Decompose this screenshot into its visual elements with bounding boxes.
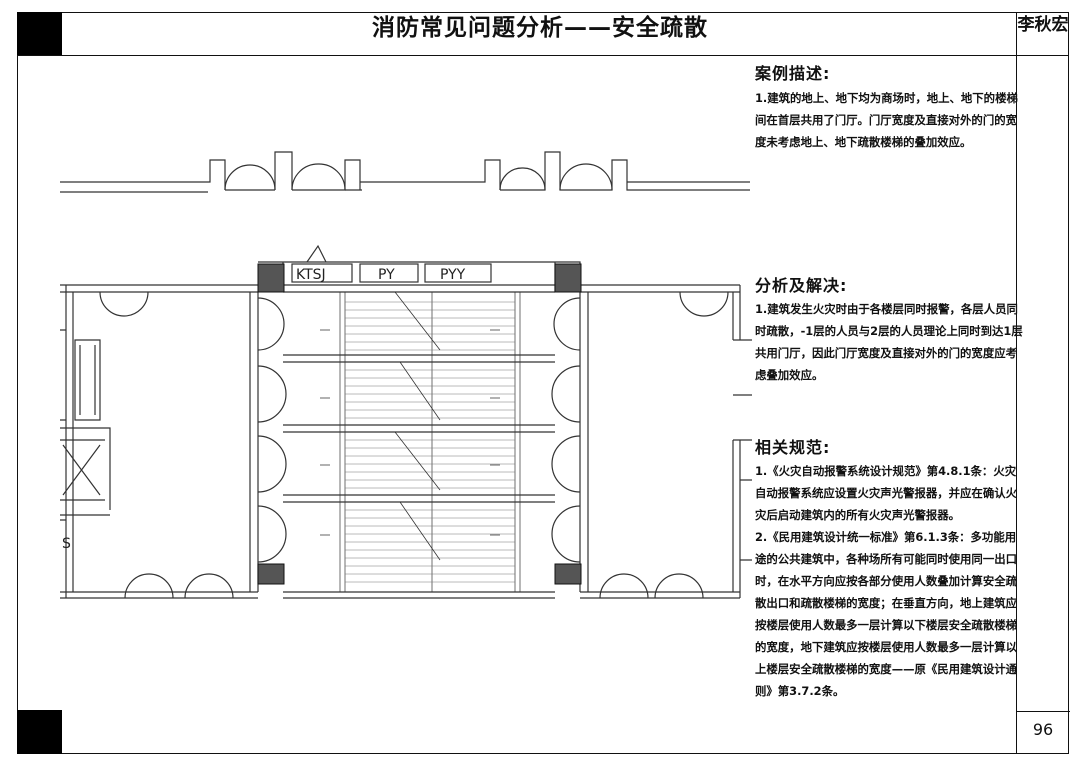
drawing-frame xyxy=(17,12,1070,754)
room-label-pyy: PYY xyxy=(440,267,466,283)
codes-body-2: 2.《民用建筑设计统一标准》第6.1.3条：多功能用途的公共建筑中，各种场所有可… xyxy=(755,530,1017,698)
corner-block-top xyxy=(17,12,62,55)
room-label-py: PY xyxy=(378,267,395,283)
corner-block-bottom xyxy=(17,710,62,754)
room-label-ktsj: KTSJ xyxy=(296,267,326,283)
page-title: 消防常见问题分析——安全疏散 xyxy=(372,15,708,41)
case-heading: 案例描述: xyxy=(755,64,831,83)
author-name: 李秋宏 xyxy=(1017,15,1069,35)
title-rule xyxy=(18,55,1068,56)
floor-plan-drawing: KTSJ PY PYY S xyxy=(40,60,752,680)
case-body: 1.建筑的地上、地下均为商场时，地上、地下的楼梯间在首层共用了门厅。门厅宽度及直… xyxy=(755,91,1018,149)
floor-plan-svg: KTSJ PY PYY S xyxy=(60,151,752,599)
side-rule xyxy=(1016,13,1017,753)
codes-body-1: 1.《火灾自动报警系统设计规范》第4.8.1条：火灾自动报警系统应设置火灾声光警… xyxy=(755,464,1017,522)
analysis-body: 1.建筑发生火灾时由于各楼层同时报警，各层人员同时疏散，-1层的人员与2层的人员… xyxy=(755,302,1023,382)
page-rule xyxy=(1016,711,1070,712)
codes-heading: 相关规范: xyxy=(755,438,831,457)
lift-label: S xyxy=(62,536,71,552)
page-number: 96 xyxy=(1032,720,1054,739)
analysis-heading: 分析及解决: xyxy=(755,276,848,295)
